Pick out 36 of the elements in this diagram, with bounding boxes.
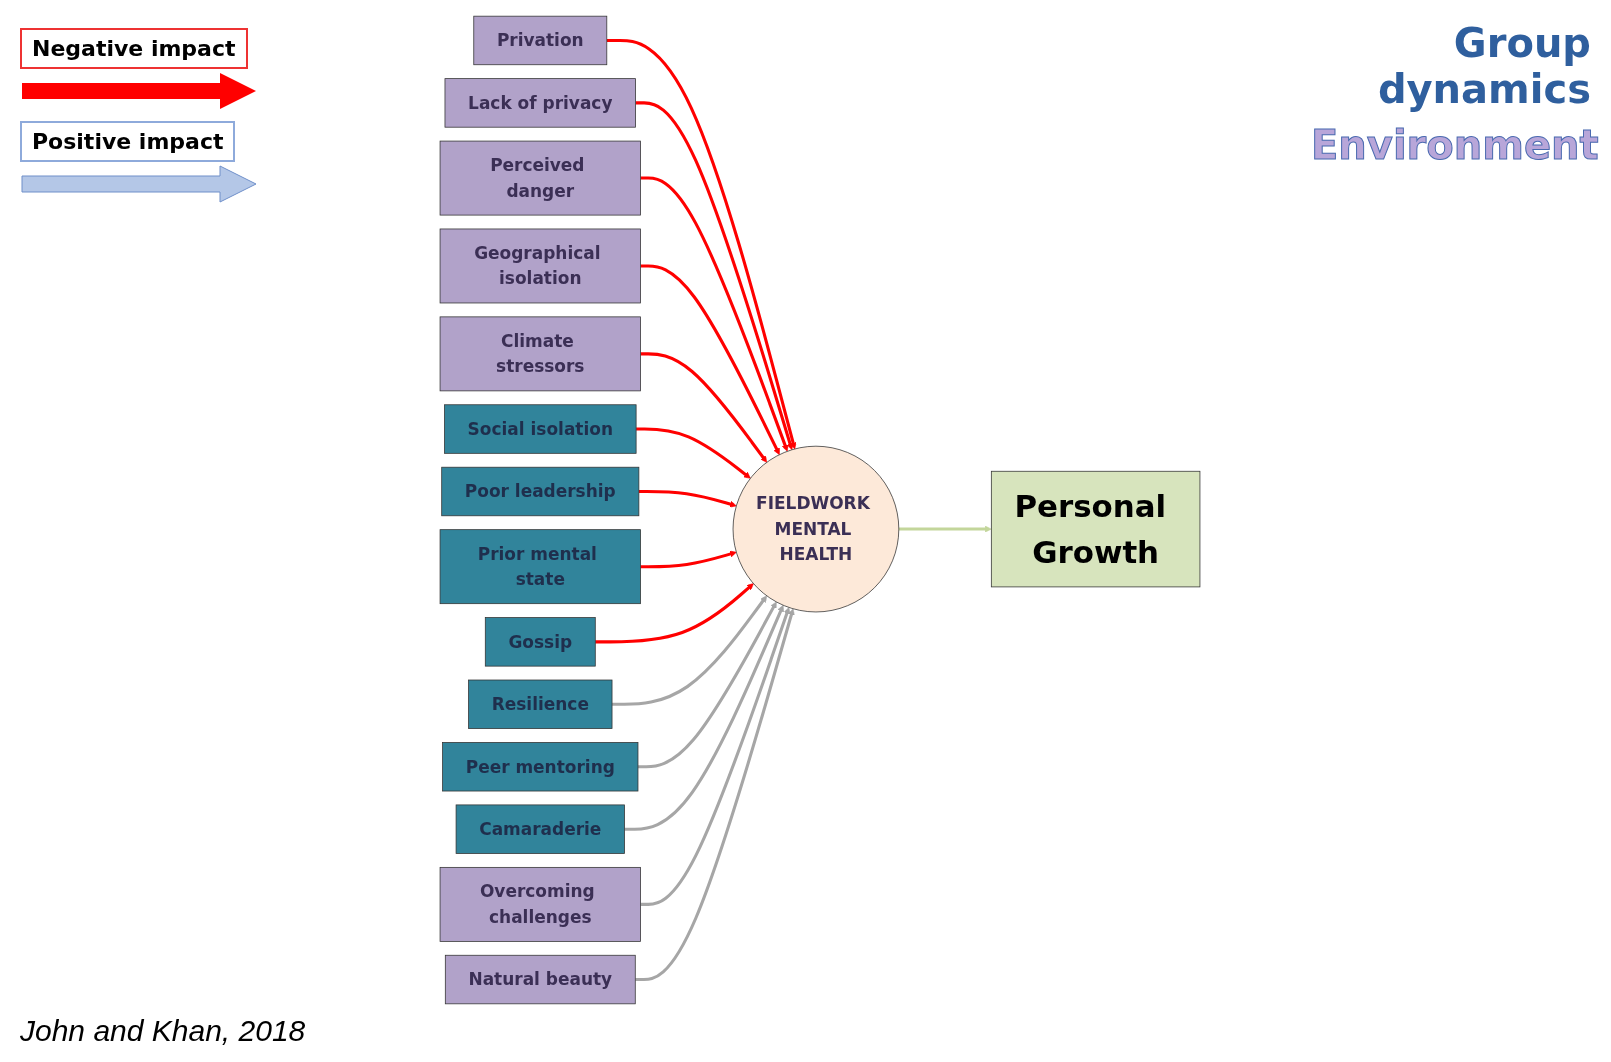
group-heading: Environment xyxy=(1311,122,1599,168)
node-box: Personal Growth xyxy=(990,470,1201,588)
node-box: Privation xyxy=(473,15,608,66)
arrow xyxy=(640,352,768,463)
node-box: Overcoming challenges xyxy=(439,866,641,942)
arrow xyxy=(638,489,737,508)
node-box: Peer mentoring xyxy=(442,742,639,792)
node-box: Natural beauty xyxy=(444,954,636,1005)
node-box: Poor leadership xyxy=(441,466,640,517)
arrow xyxy=(635,608,795,982)
legend-label: Negative impact xyxy=(20,28,248,69)
node-box: Resilience xyxy=(468,679,613,729)
node-box: Lack of privacy xyxy=(444,78,636,128)
arrow xyxy=(635,101,794,451)
arrow xyxy=(640,264,780,455)
legend-label: Positive impact xyxy=(20,121,236,162)
arrow xyxy=(640,176,789,452)
arrow xyxy=(640,550,737,569)
arrow xyxy=(636,427,751,479)
node-box: Prior mental state xyxy=(439,529,641,605)
citation: John and Khan, 2018 xyxy=(20,1014,306,1048)
node-circle: FIELDWORK MENTAL HEALTH xyxy=(732,445,900,613)
arrow xyxy=(606,38,797,450)
arrow xyxy=(640,607,791,906)
group-heading: Group dynamics xyxy=(1376,20,1591,112)
arrow xyxy=(595,583,754,644)
arrow xyxy=(898,525,992,533)
arrow xyxy=(624,604,784,831)
node-box: Camaraderie xyxy=(455,804,625,854)
node-box: Perceived danger xyxy=(439,140,641,216)
node-box: Geographical isolation xyxy=(439,228,641,304)
arrow xyxy=(612,595,768,706)
arrow xyxy=(638,601,777,769)
node-box: Social isolation xyxy=(444,404,637,454)
node-box: Gossip xyxy=(484,617,596,667)
node-box: Climate stressors xyxy=(439,316,641,392)
